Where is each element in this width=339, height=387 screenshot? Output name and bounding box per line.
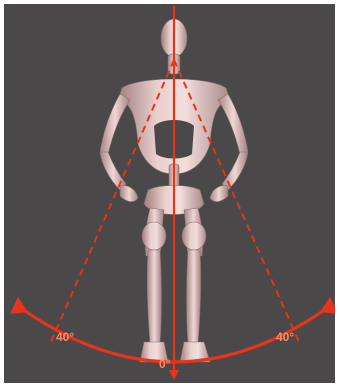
right-arrow-icon — [320, 297, 335, 314]
center-arrow-icon — [169, 370, 179, 380]
right-angle-label: 40° — [276, 330, 294, 344]
figure-left-shin — [147, 250, 161, 344]
left-angle-label: 40° — [56, 330, 74, 344]
figure-right-knee — [182, 222, 206, 250]
figure-right-forearm — [222, 152, 248, 190]
figure-left-hand — [120, 186, 138, 202]
left-arrow-icon — [10, 297, 28, 314]
figure-right-shin — [187, 250, 201, 344]
diagram-panel: 40° 0° 40° — [4, 4, 335, 383]
figure-right-upper-arm — [218, 94, 248, 154]
figure-left-forearm — [100, 152, 126, 190]
center-angle-label: 0° — [159, 357, 171, 371]
figure-left-upper-arm — [100, 94, 130, 154]
figure-right-hand — [210, 186, 228, 202]
diagram-canvas: 40° 0° 40° — [4, 4, 335, 383]
figure-left-knee — [142, 222, 166, 250]
